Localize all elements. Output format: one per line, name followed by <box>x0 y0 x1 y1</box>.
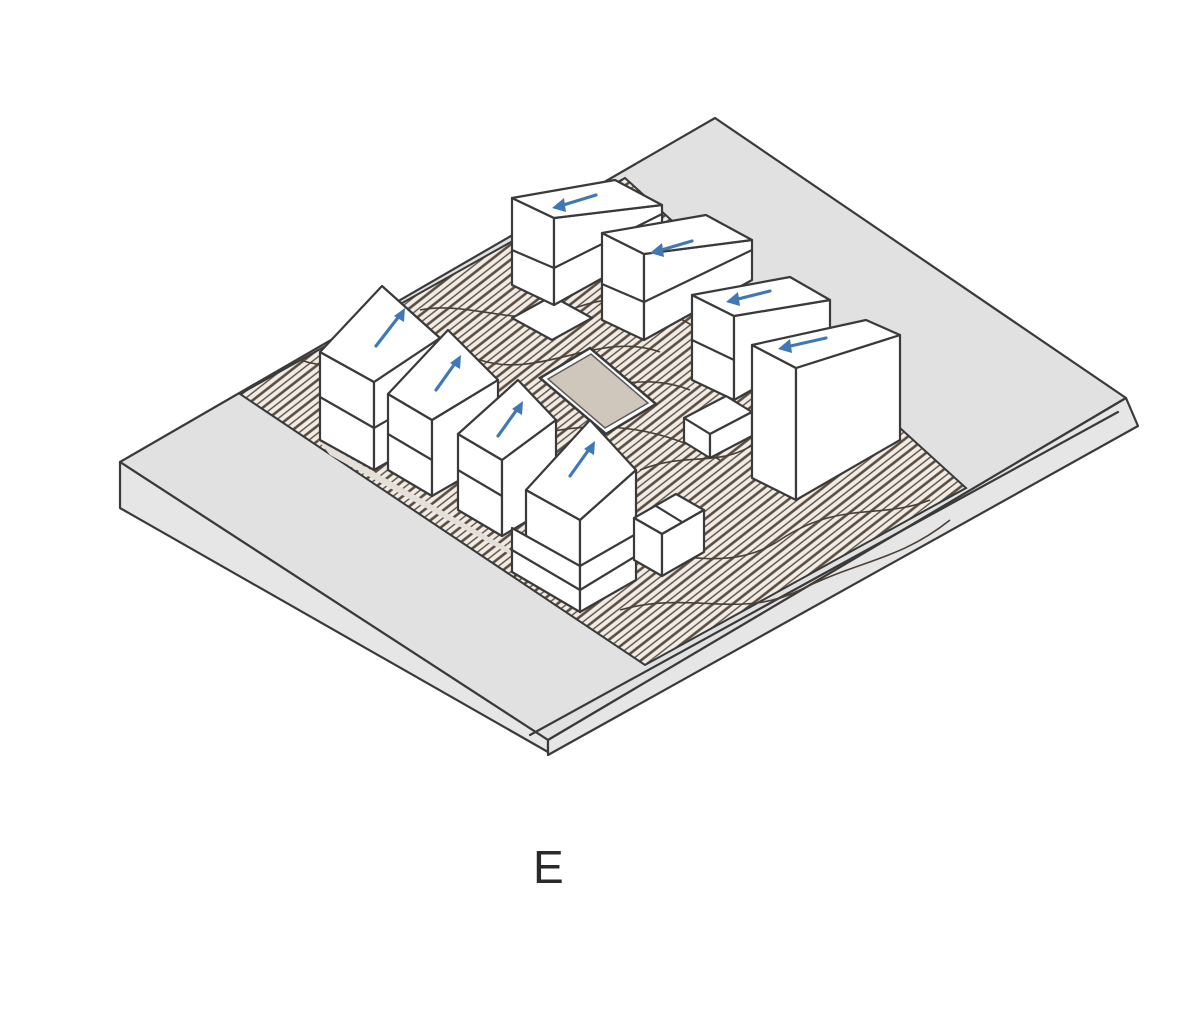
building-east-4-tower <box>750 318 902 502</box>
building-east-2 <box>600 213 754 342</box>
small-block-north <box>510 294 594 342</box>
site-right-edge <box>546 396 1140 757</box>
orientation-arrow <box>496 406 520 438</box>
figure-label: E <box>533 841 565 893</box>
central-pool <box>537 346 659 436</box>
orientation-arrow <box>784 336 828 349</box>
orientation-arrow <box>434 360 458 392</box>
walkway-strip <box>318 440 520 560</box>
small-block-east <box>682 394 754 460</box>
orientation-arrow <box>656 239 694 253</box>
building-west-4 <box>510 418 638 614</box>
orientation-arrow <box>568 446 592 478</box>
orientation-arrow <box>732 289 772 302</box>
orientation-arrow <box>558 193 598 208</box>
small-blocks-south <box>632 492 706 578</box>
orientation-arrow <box>374 313 402 348</box>
